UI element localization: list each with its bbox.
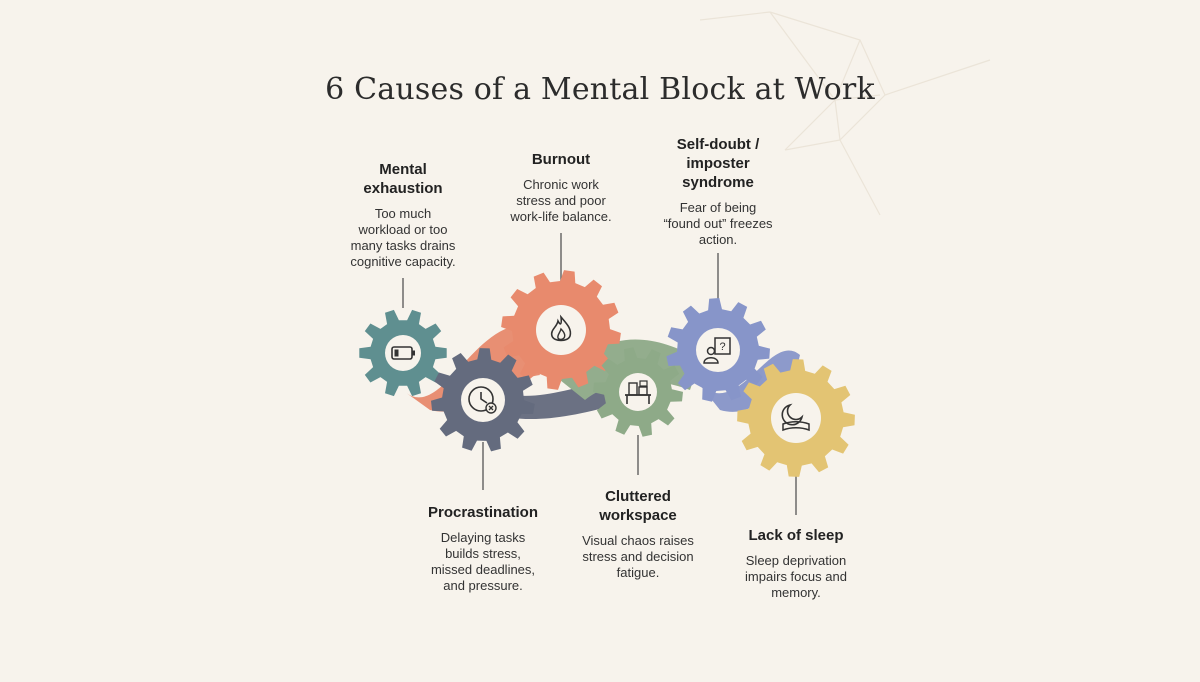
gear-mental-exhaustion — [359, 309, 447, 397]
gear-group: ? — [359, 270, 855, 477]
cause-description: Sleep deprivation impairs focus and memo… — [745, 553, 847, 600]
gear-procrastination — [431, 348, 535, 452]
gear-self-doubt: ? — [666, 298, 770, 402]
moon-pillow-icon — [781, 403, 810, 432]
cause-description: Fear of being “found out” freezes action… — [663, 200, 773, 247]
svg-text:?: ? — [719, 341, 725, 353]
cause-description: Visual chaos raises stress and decision … — [582, 533, 694, 580]
page-title: 6 Causes of a Mental Block at Work — [325, 72, 875, 107]
cause-description: Too much workload or too many tasks drai… — [350, 206, 456, 269]
callout-cluttered-workspace: Cluttered workspace Visual chaos raises … — [538, 487, 738, 581]
callout-lack-of-sleep: Lack of sleep Sleep deprivation impairs … — [696, 526, 896, 601]
flame-icon — [550, 314, 572, 342]
cause-title: Lack of sleep — [748, 527, 844, 544]
cause-description: Chronic work stress and poor work-life b… — [510, 177, 612, 224]
clock-cancel-icon — [468, 386, 497, 414]
callout-procrastination: Procrastination Delaying tasks builds st… — [383, 503, 583, 594]
cause-title: Procrastination — [427, 504, 539, 521]
cause-title: Self-doubt / imposter syndrome — [676, 136, 760, 191]
battery-low-icon — [391, 346, 415, 360]
callout-burnout: Burnout Chronic work stress and poor wor… — [461, 150, 661, 225]
cause-title: Cluttered workspace — [599, 488, 677, 524]
gear-hub-lack-of-sleep — [771, 393, 821, 443]
callout-self-doubt: Self-doubt / imposter syndrome Fear of b… — [618, 135, 818, 248]
cause-title: Burnout — [531, 151, 591, 168]
callout-mental-exhaustion: Mental exhaustion Too much workload or t… — [323, 160, 483, 270]
person-question-icon: ? — [703, 337, 731, 364]
gear-cluttered-workspace — [593, 347, 683, 437]
desk-clutter-icon — [625, 380, 651, 404]
cause-description: Delaying tasks builds stress, missed dea… — [430, 530, 536, 593]
gear-burnout — [501, 270, 621, 390]
gear-hub-self-doubt — [696, 328, 740, 372]
gear-hub-mental-exhaustion — [385, 335, 421, 371]
cause-title: Mental exhaustion — [363, 161, 443, 197]
gear-lack-of-sleep — [737, 359, 855, 477]
gear-hub-cluttered-workspace — [619, 373, 657, 411]
